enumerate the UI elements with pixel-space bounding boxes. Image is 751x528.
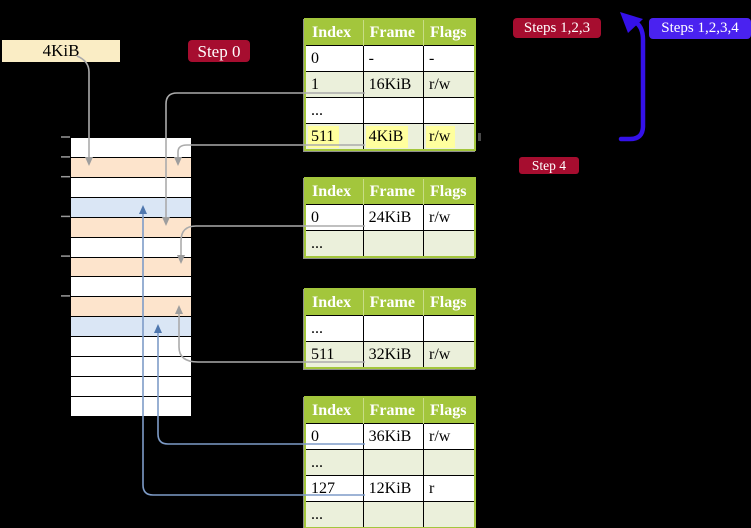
table-cell xyxy=(362,230,425,258)
page-size-label: 4KiB xyxy=(2,40,120,62)
table-row: ... xyxy=(304,501,476,528)
table-cell: 12KiB xyxy=(362,475,425,502)
table-cell: 127 xyxy=(304,475,364,502)
table-cell: ... xyxy=(304,230,364,258)
big-loop-arrow-head xyxy=(620,12,643,33)
table-cell xyxy=(362,501,425,528)
memory-row-white xyxy=(71,138,191,157)
column-header: Flags xyxy=(423,19,475,46)
table-cell: r/w xyxy=(423,71,476,98)
table-cell: 16KiB xyxy=(362,71,425,98)
table-cell: 36KiB xyxy=(362,423,425,450)
table-cell: ... xyxy=(304,315,364,342)
table-cell: r/w xyxy=(423,423,476,450)
memory-row-orange xyxy=(71,216,191,237)
table-cell xyxy=(362,315,425,342)
memory-row-white xyxy=(71,376,191,396)
column-header: Frame xyxy=(362,397,424,424)
table-cell: r/w xyxy=(423,123,476,151)
table-cell: 511 xyxy=(304,341,364,369)
highlighted-value: 511 xyxy=(308,125,340,148)
memory-row-white xyxy=(71,395,191,416)
table-cell xyxy=(362,449,425,476)
memory-row-white xyxy=(71,276,191,297)
memory-row-white xyxy=(71,336,191,357)
table-cell xyxy=(423,230,476,258)
column-header: Flags xyxy=(423,397,475,424)
steps1234-badge: Steps 1,2,3,4 xyxy=(649,18,751,39)
table-cell: 4KiB xyxy=(362,123,425,151)
table-cell: r/w xyxy=(423,204,476,231)
step0-badge: Step 0 xyxy=(188,40,250,62)
table-cell: ... xyxy=(304,449,364,476)
table-cell: 0 xyxy=(304,423,364,450)
column-header: Frame xyxy=(362,178,424,205)
table-row: ... xyxy=(304,230,476,258)
table-cell: 511 xyxy=(304,123,364,151)
highlighted-value: 4KiB xyxy=(365,125,409,148)
table-cell: 0 xyxy=(304,45,364,72)
table-cell: r xyxy=(423,475,476,502)
memory-row-white xyxy=(71,236,191,257)
highlighted-value: r/w xyxy=(426,125,456,148)
memory-row-white xyxy=(71,176,191,197)
steps123-badge: Steps 1,2,3 xyxy=(513,18,601,38)
table-cell: 24KiB xyxy=(362,204,425,231)
column-header: Flags xyxy=(423,289,475,316)
memory-row-blue xyxy=(71,316,191,337)
table-cell: 32KiB xyxy=(362,341,425,369)
table-cell: 0 xyxy=(304,204,364,231)
table-cell: ... xyxy=(304,501,364,528)
table-cell xyxy=(423,315,476,342)
memory-row-white xyxy=(71,356,191,377)
column-header: Frame xyxy=(362,289,424,316)
table-row: ... xyxy=(304,315,476,342)
table-cell xyxy=(423,449,476,476)
table-cell xyxy=(423,501,476,528)
table-row: ... xyxy=(304,449,476,476)
table1-edge-mark xyxy=(478,133,481,141)
column-header: Flags xyxy=(423,178,475,205)
step4-badge: Step 4 xyxy=(519,157,579,174)
memory-row-blue xyxy=(71,196,191,217)
table-cell: - xyxy=(362,45,425,72)
memory-column xyxy=(70,137,192,417)
table-row: 511 4KiB r/w xyxy=(304,123,476,151)
table-cell: r/w xyxy=(423,341,476,369)
column-header: Index xyxy=(305,178,364,205)
table-cell: 1 xyxy=(304,71,364,98)
column-header: Index xyxy=(305,289,364,316)
column-header: Index xyxy=(305,397,364,424)
memory-row-orange xyxy=(71,296,191,317)
table-cell: ... xyxy=(304,97,364,124)
table-row: 0-- xyxy=(304,45,476,72)
big-loop-arrow xyxy=(618,18,646,142)
table-cell xyxy=(362,97,425,124)
memory-row-orange xyxy=(71,156,191,177)
column-header: Frame xyxy=(362,19,424,46)
table-cell: - xyxy=(423,45,476,72)
column-header: Index xyxy=(305,19,364,46)
table-row: ... xyxy=(304,97,476,124)
table-cell xyxy=(423,97,476,124)
memory-row-orange xyxy=(71,256,191,277)
